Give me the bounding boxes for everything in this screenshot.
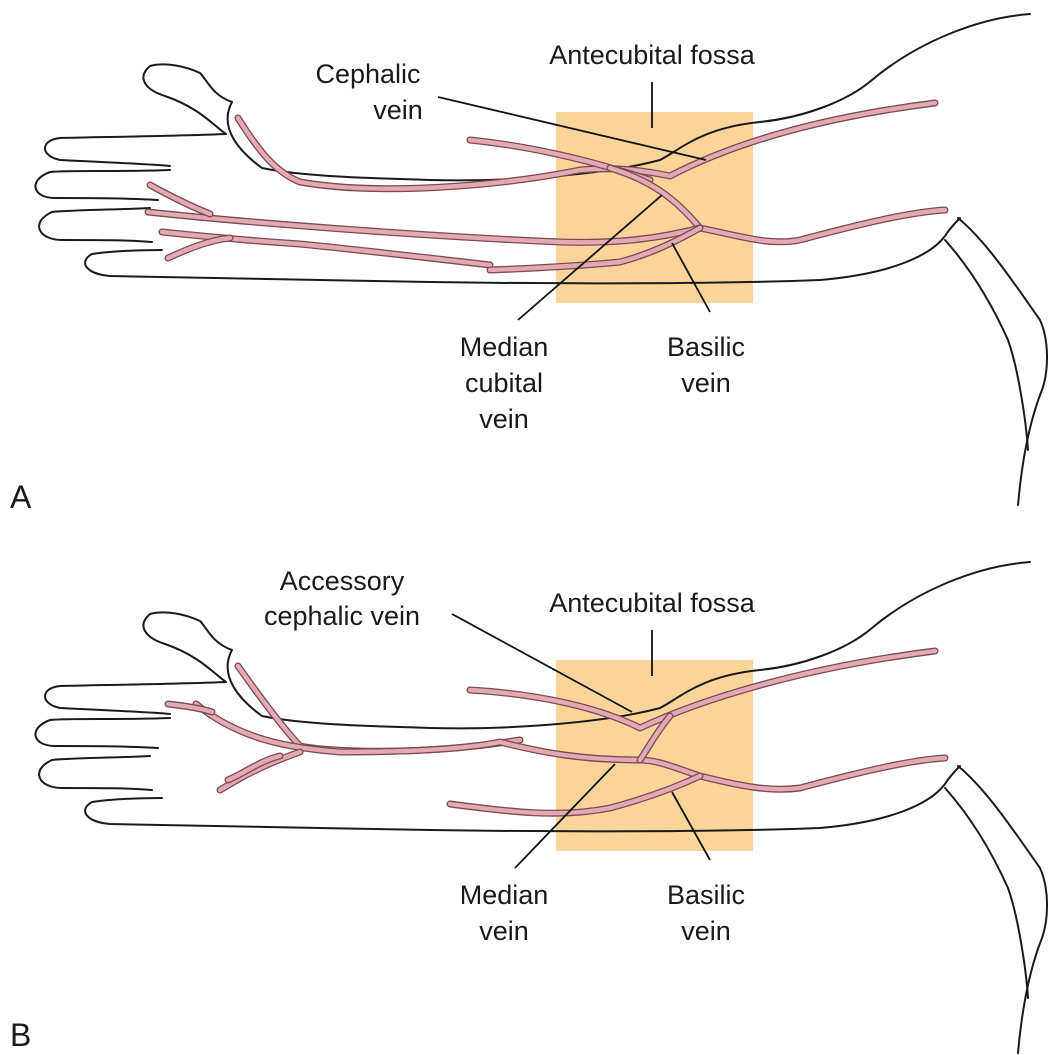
panel-a-letter: A <box>10 479 32 515</box>
panel-a-median-cubital-label-line-2: cubital <box>465 368 543 398</box>
panel-b: Antecubital fossa Accessory cephalic vei… <box>10 562 1047 1053</box>
panel-b-accessory-cephalic-label-line-2: cephalic vein <box>264 601 420 631</box>
panel-b-accessory-cephalic-vein <box>238 666 520 751</box>
panel-b-basilic-label-line-1: Basilic <box>667 880 745 910</box>
panel-a-arm-outline <box>35 14 1047 505</box>
panel-b-median-label-line-1: Median <box>460 880 549 910</box>
panel-a-veins <box>148 103 945 270</box>
panel-a-basilic-vein <box>148 210 945 242</box>
panel-b-basilic-label-line-2: vein <box>681 916 731 946</box>
panel-a-antecubital-fossa-region <box>556 112 753 303</box>
panel-a-basilic-label-line-2: vein <box>681 368 731 398</box>
panel-a: Antecubital fossa Cephalic vein Median c… <box>10 14 1047 515</box>
panel-a-median-cubital-label-line-1: Median <box>460 332 549 362</box>
panel-a-basilic-label-line-1: Basilic <box>667 332 745 362</box>
panel-b-accessory-cephalic-label-line-1: Accessory <box>280 566 405 596</box>
panel-a-median-cubital-label-line-3: vein <box>479 404 529 434</box>
panel-b-letter: B <box>10 1017 31 1053</box>
panel-b-arm-outline <box>35 562 1047 1053</box>
panel-a-cephalic-label-line-2: vein <box>373 95 423 125</box>
panel-a-fossa-label: Antecubital fossa <box>549 40 756 70</box>
panel-b-median-label-line-2: vein <box>479 916 529 946</box>
panel-b-fossa-label: Antecubital fossa <box>549 588 756 618</box>
panel-a-cephalic-label-line-1: Cephalic <box>315 59 420 89</box>
